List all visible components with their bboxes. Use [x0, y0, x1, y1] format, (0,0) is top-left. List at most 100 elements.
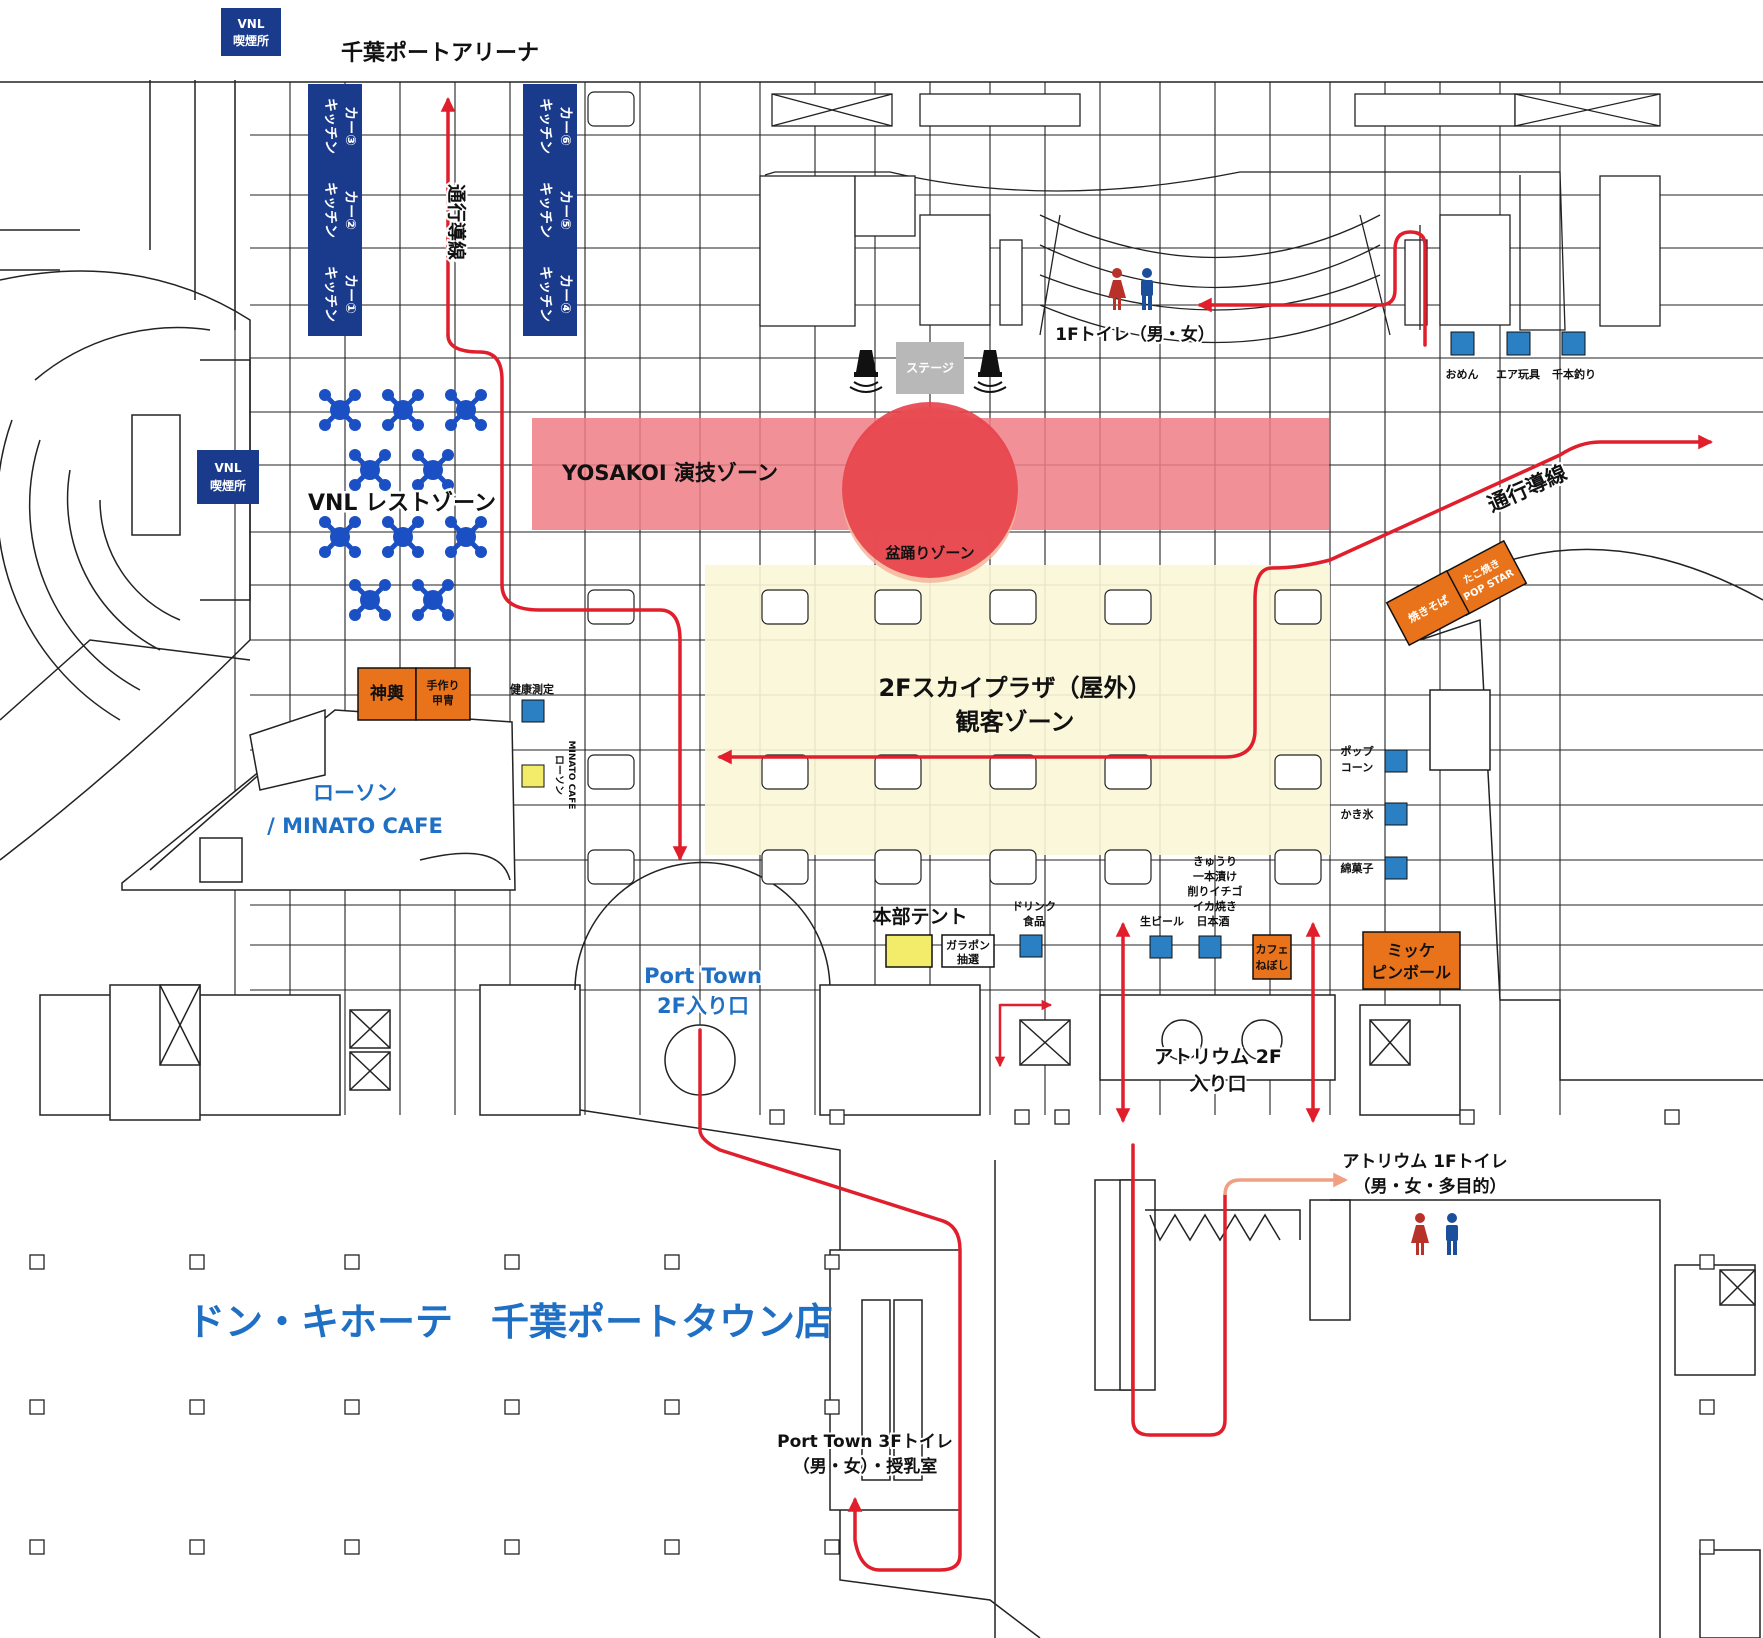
booth-kabuto-line1: 手作り	[427, 678, 460, 692]
booth-kabuto-line2: 甲冑	[432, 693, 454, 707]
planter	[1274, 754, 1322, 790]
booth-omen-label: おめん	[1446, 368, 1479, 381]
floor-marker	[344, 1254, 360, 1270]
floor-marker	[829, 1109, 845, 1125]
kitchen-car-label: カー⑤	[557, 190, 573, 230]
booth-hq-tent	[885, 934, 933, 968]
planter	[587, 849, 635, 885]
kitchen-car	[523, 84, 577, 168]
vnl-smoking-top-line2: 喫煙所	[233, 33, 269, 48]
booth-drink-line1: ドリンク	[1012, 900, 1056, 913]
floor-marker	[1699, 1399, 1715, 1415]
planter	[1104, 754, 1152, 790]
floor-marker	[769, 1109, 785, 1125]
booth-lawson-mini	[521, 764, 545, 788]
booth-cafe-line1: カフェ	[1256, 943, 1289, 956]
atrium-entry-label-1: アトリウム 2F	[1154, 1046, 1282, 1068]
porttown-entry-label-1: Port Town	[644, 964, 762, 988]
booth-kyuuri-line1: きゅうり	[1193, 855, 1237, 868]
floor-marker	[29, 1254, 45, 1270]
booth-beer	[1149, 935, 1173, 959]
booth-lawson-mini-line1: ローソン	[553, 755, 564, 795]
table-icon	[445, 516, 487, 558]
arena-title: 千葉ポートアリーナ	[341, 40, 539, 66]
planter	[989, 589, 1037, 625]
sky-plaza-label-1: 2Fスカイプラザ（屋外）	[878, 674, 1151, 702]
table-icon	[319, 516, 361, 558]
porttown-entry-label-2: 2F入り口	[657, 994, 749, 1018]
kitchen-car	[308, 84, 362, 168]
booth-kakigori-label: かき氷	[1341, 807, 1375, 821]
floor-marker	[824, 1399, 840, 1415]
right-route-line	[717, 434, 1713, 765]
booth-air-toy-label: エア玩具	[1496, 368, 1540, 381]
kitchen-car	[523, 252, 577, 336]
porttown-toilet-label-1: Port Town 3Fトイレ	[777, 1432, 953, 1452]
table-icon	[349, 449, 391, 491]
planter	[587, 754, 635, 790]
speaker-icon	[973, 349, 1007, 393]
booth-kyuuri-line5: 日本酒	[1197, 914, 1230, 928]
vnl-smoking-mid-line2: 喫煙所	[210, 478, 246, 493]
table-icon	[382, 516, 424, 558]
toilet-female-icon	[1108, 268, 1126, 310]
stage	[896, 342, 964, 394]
routes	[440, 97, 1713, 1572]
planter	[1104, 589, 1152, 625]
porttown-toilet-label-2: （男・女）・授乳室	[793, 1456, 938, 1477]
kitchen-car	[308, 168, 362, 252]
kitchen-car-label: キッチン	[537, 182, 553, 238]
planter	[874, 754, 922, 790]
booth-garapon	[941, 934, 995, 968]
toilet-male-icon	[1446, 1213, 1458, 1255]
table-icon	[382, 389, 424, 431]
booth-mikke-line2: ピンボール	[1371, 963, 1451, 982]
yosakoi-zone-label: YOSAKOI 演技ゾーン	[561, 461, 778, 485]
floor-marker	[344, 1399, 360, 1415]
floor-marker	[664, 1539, 680, 1555]
toilet-female-icon	[1411, 1213, 1429, 1255]
table-icon	[412, 449, 454, 491]
floor-marker	[664, 1254, 680, 1270]
booth-senbon-label: 千本釣り	[1552, 367, 1596, 381]
booth-drink-line2: 食品	[1023, 914, 1045, 928]
toilet-route-line	[1197, 230, 1427, 347]
lawson-label-1: ローソン	[313, 781, 397, 805]
booth-health	[521, 699, 545, 723]
floor-marker	[504, 1539, 520, 1555]
atrium-entry-label-2: 入り口	[1189, 1073, 1246, 1095]
planter	[1104, 849, 1152, 885]
planter	[989, 754, 1037, 790]
booth-health-label: 健康測定	[510, 682, 554, 696]
vnl-smoking-top-line1: VNL	[238, 17, 265, 31]
kitchen-car-label: カー⑥	[557, 106, 573, 146]
floor-marker	[824, 1539, 840, 1555]
vnl-smoking-top	[221, 8, 281, 56]
porttown-route-line	[698, 1028, 962, 1572]
booth-mikoshi-label: 神輿	[370, 683, 404, 704]
booth-wataame	[1384, 856, 1408, 880]
booth-omen: おめん	[1446, 331, 1479, 381]
stage-label: ステージ	[906, 361, 954, 375]
planter	[761, 754, 809, 790]
floor-marker	[664, 1399, 680, 1415]
booth-kyuuri	[1198, 935, 1222, 959]
planter	[1274, 849, 1322, 885]
booth-kyuuri-line3: 削りイチゴ	[1188, 884, 1243, 898]
lawson-building	[121, 708, 516, 891]
planter	[587, 589, 635, 625]
booth-kabuto	[415, 667, 471, 721]
lawson-label-2: / MINATO CAFE	[267, 814, 443, 838]
atrium-toilet-arrow	[1223, 1172, 1348, 1196]
vnl-smoking-mid-line1: VNL	[215, 461, 242, 475]
floor-marker	[504, 1399, 520, 1415]
table-icon	[319, 389, 361, 431]
booth-drink	[1019, 934, 1043, 958]
speaker-icon	[849, 349, 883, 393]
donki-label: ドン・キホーテ 千葉ポートタウン店	[187, 1300, 833, 1344]
kitchen-car-label: カー②	[342, 190, 358, 230]
floor-marker	[1699, 1539, 1715, 1555]
planter	[1274, 589, 1322, 625]
booth-garapon-line1: ガラポン	[946, 938, 990, 952]
